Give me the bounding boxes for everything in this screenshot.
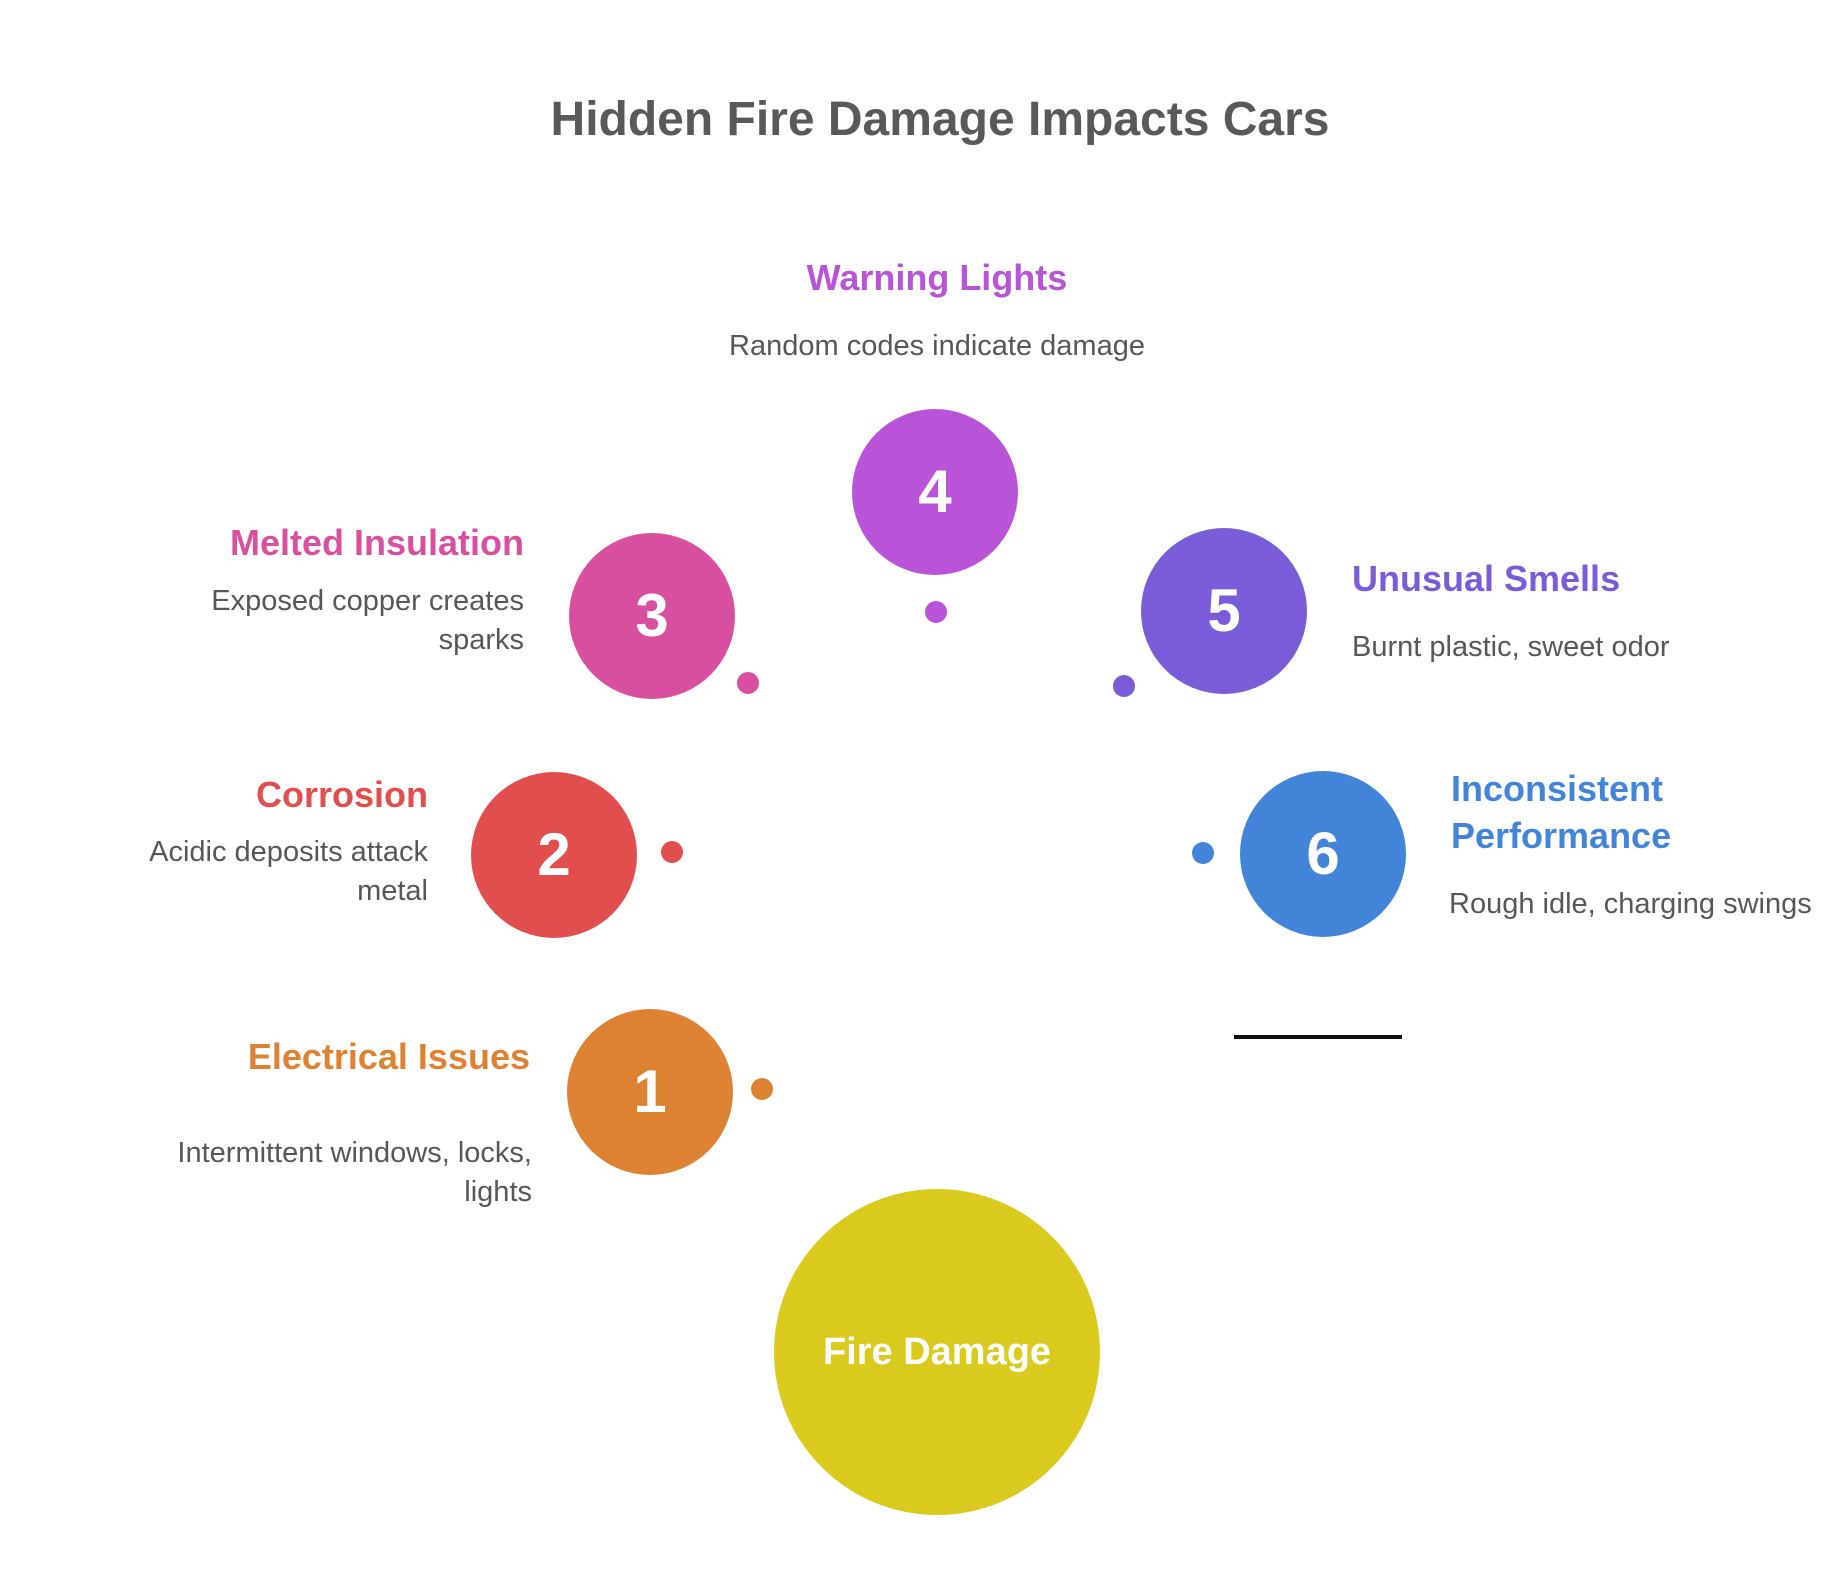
step-title-melted-insulation: Melted Insulation — [229, 522, 524, 563]
hub-circle-fire-damage: Fire Damage — [774, 1189, 1100, 1515]
step-circle-2: 2 — [471, 772, 637, 938]
step-title-corrosion: Corrosion — [255, 774, 428, 815]
step-number-1: 1 — [633, 1058, 667, 1125]
step-circle-5: 5 — [1141, 528, 1307, 694]
step-number-5: 5 — [1207, 577, 1241, 644]
step-title-electrical-issues: Electrical Issues — [247, 1036, 530, 1077]
step-title-warning-lights: Warning Lights — [806, 257, 1068, 298]
step-circle-3: 3 — [569, 533, 735, 699]
step-description-melted-insulation: Exposed copper creates sparks — [211, 585, 524, 657]
step-dot-4 — [925, 601, 947, 623]
step-circle-4: 4 — [852, 409, 1018, 575]
hub-label: Fire Damage — [822, 1330, 1052, 1373]
step-circle-1: 1 — [567, 1009, 733, 1175]
step-description-inconsistent-performance: Rough idle, charging swings — [1449, 888, 1812, 920]
page-title: Hidden Fire Damage Impacts Cars — [550, 93, 1330, 146]
step-dot-1 — [751, 1078, 773, 1100]
step-title-inconsistent-performance: Inconsistent Performance — [1451, 768, 1672, 856]
step-title-unusual-smells: Unusual Smells — [1352, 558, 1621, 599]
step-number-4: 4 — [918, 458, 952, 525]
step-number-3: 3 — [635, 582, 669, 649]
step-circle-6: 6 — [1240, 771, 1406, 937]
step-dot-2 — [661, 841, 683, 863]
step-description-warning-lights: Random codes indicate damage — [729, 330, 1145, 362]
step-description-corrosion: Acidic deposits attack metal — [149, 836, 428, 908]
step-description-unusual-smells: Burnt plastic, sweet odor — [1352, 631, 1670, 663]
divider-line — [1234, 1035, 1402, 1039]
step-number-2: 2 — [537, 821, 571, 888]
step-dot-5 — [1113, 675, 1135, 697]
step-dot-6 — [1192, 842, 1214, 864]
step-dot-3 — [737, 672, 759, 694]
step-description-electrical-issues: Intermittent windows, locks, lights — [177, 1137, 532, 1209]
step-number-6: 6 — [1306, 820, 1340, 887]
